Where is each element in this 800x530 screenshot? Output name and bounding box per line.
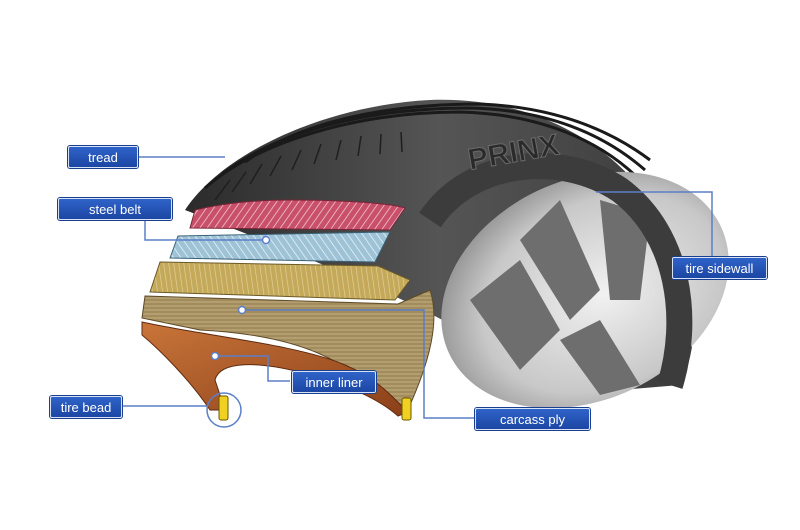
pointer-dots xyxy=(210,235,271,361)
leader-tire-sidewall xyxy=(596,191,713,257)
label-tire-bead: tire bead xyxy=(50,396,122,418)
tread-grooves xyxy=(204,102,651,190)
leader-steel-belt xyxy=(144,210,266,241)
bead-wire-left xyxy=(218,395,229,421)
bead-highlight-circle xyxy=(206,392,242,428)
dot-carcass-ply xyxy=(237,305,247,315)
cap-ply-layer xyxy=(149,261,411,301)
leader-lines xyxy=(122,156,713,419)
dot-inner-liner xyxy=(210,351,220,361)
steel-belt-layer xyxy=(169,231,391,263)
sidewall-ring xyxy=(419,153,693,389)
label-steel-belt: steel belt xyxy=(58,198,172,220)
label-tread: tread xyxy=(68,146,138,168)
leader-inner-liner xyxy=(215,355,290,382)
leader-carcass-ply xyxy=(242,309,475,419)
label-inner-liner: inner liner xyxy=(292,371,376,393)
dot-steel-belt xyxy=(261,235,271,245)
tread-sipes xyxy=(214,131,403,201)
tread-layer xyxy=(189,199,406,231)
rim-spokes xyxy=(470,200,650,395)
label-carcass-ply: carcass ply xyxy=(475,408,590,430)
label-tire-sidewall: tire sidewall xyxy=(672,257,767,279)
bead-wire-right xyxy=(401,397,412,421)
